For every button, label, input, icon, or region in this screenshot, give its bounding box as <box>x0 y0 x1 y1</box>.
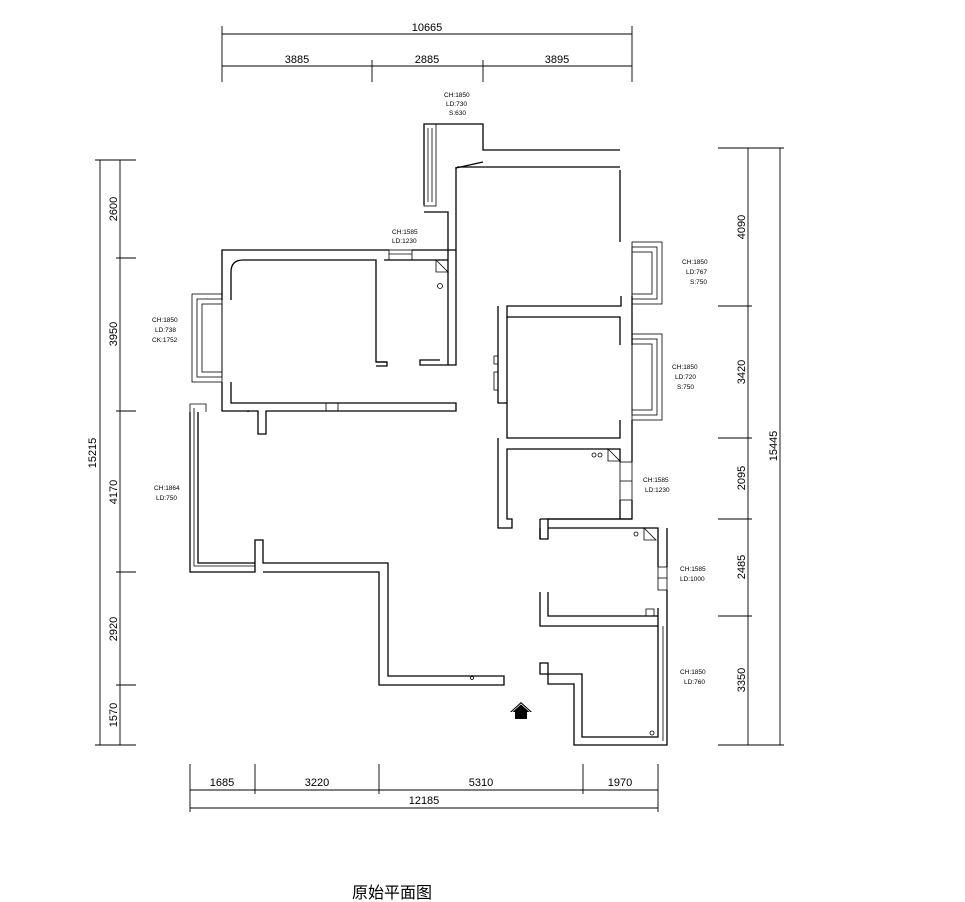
right-segment-dim: 2485 <box>736 555 748 579</box>
right-segment-dim: 2095 <box>736 466 748 490</box>
left-segment-dim: 1570 <box>108 703 120 727</box>
bottom-segment-dim: 3220 <box>305 777 329 789</box>
bottom-segment-dim: 1970 <box>608 777 632 789</box>
bottom-segment-dim: 1685 <box>210 777 234 789</box>
plan-title: 原始平面图 <box>352 883 432 902</box>
top-segment-dim: 3895 <box>545 54 569 66</box>
right-dimension: 4090 3420 2095 2485 3350 15445 <box>718 147 784 746</box>
bottom-dimension: 1685 3220 5310 1970 12185 <box>189 764 659 812</box>
left-dimension: 15215 2600 3950 4170 2920 1570 <box>87 159 136 746</box>
right-segment-dim: 3350 <box>736 668 748 692</box>
fixtures <box>325 259 657 736</box>
left-segment-dim: 4170 <box>108 480 120 504</box>
left-segment-dim: 2920 <box>108 617 120 641</box>
windows <box>189 123 668 741</box>
right-total-dim: 15445 <box>768 431 780 462</box>
bottom-segment-dim: 5310 <box>469 777 493 789</box>
entrance-arrow-icon <box>510 702 532 719</box>
top-dimension: 10665 3885 2885 3895 <box>221 22 633 82</box>
right-segment-dim: 4090 <box>736 215 748 239</box>
walls <box>189 123 668 746</box>
bottom-total-dim: 12185 <box>409 795 440 807</box>
top-segment-dim: 3885 <box>285 54 309 66</box>
top-total-dim: 10665 <box>412 22 443 34</box>
right-segment-dim: 3420 <box>736 360 748 384</box>
left-segment-dim: 3950 <box>108 322 120 346</box>
left-segment-dim: 2600 <box>108 197 120 221</box>
left-total-dim: 15215 <box>87 438 99 469</box>
top-segment-dim: 2885 <box>415 54 439 66</box>
